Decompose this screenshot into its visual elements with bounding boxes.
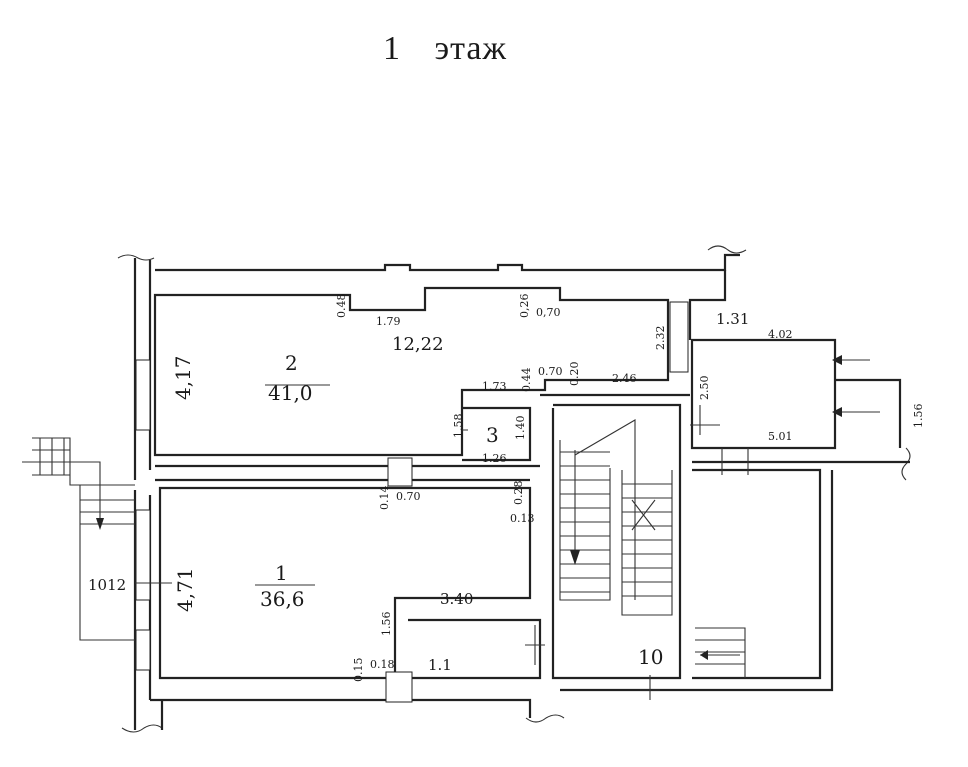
- window-room1-a: [135, 509, 151, 601]
- room-3-number: 3: [486, 423, 499, 447]
- outer-wall-right-top: [688, 270, 727, 340]
- window-right-top: [669, 301, 689, 373]
- room-3-outline: [462, 406, 532, 462]
- dim-0-28: 0.28: [512, 481, 525, 506]
- dim-0-44: 0.44: [520, 368, 533, 393]
- room-2-length: 12,22: [392, 334, 444, 355]
- outer-wall-top: [155, 253, 740, 272]
- break-line-left-top: [117, 254, 155, 261]
- partition-2-1: [155, 464, 540, 482]
- dim-0-20: 0.20: [568, 362, 581, 387]
- dim-0-70b: 0.70: [538, 365, 563, 378]
- room-10-number: 10: [638, 645, 663, 669]
- room-1-number: 1: [275, 561, 288, 585]
- dim-0-14: 0.14: [378, 486, 391, 511]
- dim-1-79: 1.79: [376, 315, 401, 328]
- room-1-1-number: 1.1: [428, 656, 452, 674]
- arrow-left-stair: [22, 461, 101, 525]
- room-2-width: 4,17: [171, 355, 195, 400]
- dim-2-46: 2.46: [612, 372, 637, 385]
- plan-title: 1 этаж: [0, 30, 890, 68]
- outer-wall-bottom: [150, 698, 532, 730]
- room-1-outline: [158, 486, 532, 680]
- room-1-area: 36,6: [260, 587, 305, 611]
- door-2-1: [387, 457, 413, 487]
- dim-0-26: 0,26: [518, 294, 531, 319]
- right-room-upper: [690, 338, 837, 450]
- room-2-number: 2: [285, 351, 298, 375]
- break-line-right-side: [901, 447, 911, 481]
- room-3-h: 1.58: [452, 414, 465, 439]
- dim-0-70a: 0,70: [536, 306, 561, 319]
- dim-1-56: 1.56: [912, 404, 925, 429]
- room-1-1-outline: [408, 618, 542, 680]
- break-line-right-top: [707, 245, 747, 254]
- room-1-len: 3.40: [440, 590, 473, 608]
- room-2-outline: [153, 286, 670, 457]
- dim-0-70c: 0.70: [396, 490, 421, 503]
- dim-2-32: 2.32: [654, 326, 667, 351]
- staircase: [559, 419, 673, 616]
- dim-4-02: 4.02: [768, 328, 793, 341]
- room-1-width: 4,71: [173, 567, 197, 612]
- room-3-w1: 1.73: [482, 380, 507, 393]
- room-3-w2: 1.40: [514, 416, 527, 441]
- room-3-b: 1.26: [482, 452, 507, 465]
- dim-0-15: 0.15: [352, 658, 365, 683]
- right-room-lower: [560, 468, 834, 692]
- floor-label: этаж: [434, 30, 507, 67]
- room-2-area: 41,0: [268, 381, 313, 405]
- dim-2-50: 2.50: [698, 376, 711, 401]
- right-room-upper-wall: [692, 378, 910, 464]
- floor-number: 1: [383, 30, 402, 67]
- dim-0-18: 0.18: [370, 658, 395, 671]
- stair-label: 1012: [88, 576, 126, 594]
- break-line-bottom-mid: [525, 714, 565, 723]
- entrance-stair-left: [32, 437, 135, 641]
- right-small-stair: [695, 627, 746, 678]
- door-ticks: [462, 405, 749, 700]
- dim-1-31: 1.31: [716, 310, 749, 328]
- window-room2: [135, 359, 151, 431]
- dim-5-01: 5.01: [768, 430, 793, 443]
- door-1-1: [385, 671, 413, 703]
- break-line-bottom-left: [121, 724, 163, 733]
- window-room1-b: [135, 629, 151, 671]
- stair-hall-outline: [540, 393, 690, 680]
- dim-line-room1: [135, 384, 330, 586]
- room-1-side: 1.56: [380, 612, 393, 637]
- dim-0-13: 0.13: [510, 512, 535, 525]
- dim-0-48: 0.48: [335, 294, 348, 319]
